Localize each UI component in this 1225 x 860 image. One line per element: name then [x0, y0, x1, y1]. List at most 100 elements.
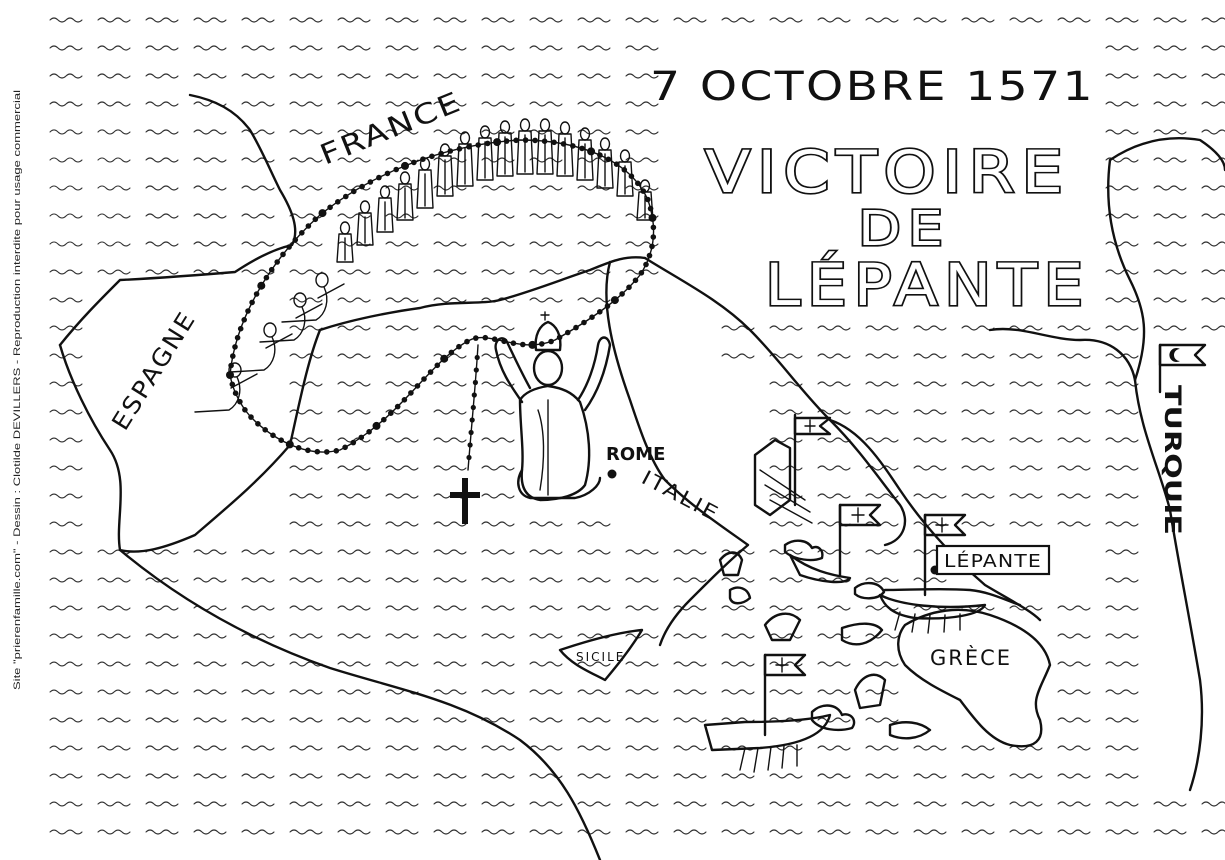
wave-mark	[529, 521, 563, 527]
rosary-bead	[245, 308, 251, 314]
wave-mark	[1153, 325, 1187, 331]
wave-mark	[97, 213, 131, 219]
rosary-bead	[414, 383, 421, 389]
wave-mark	[625, 549, 659, 555]
rosary-bead	[335, 199, 341, 205]
wave-mark	[385, 745, 419, 751]
rosary-bead	[237, 398, 243, 405]
rosary-bead	[635, 180, 641, 187]
wave-mark	[385, 409, 419, 415]
wave-mark	[337, 353, 371, 359]
wave-mark	[337, 269, 371, 275]
wave-mark	[97, 101, 131, 107]
wave-mark	[961, 745, 995, 751]
rosary-bead	[295, 445, 302, 451]
wave-mark	[865, 381, 899, 387]
wave-mark	[481, 773, 515, 779]
wave-mark	[289, 745, 323, 751]
wave-mark	[1105, 213, 1139, 219]
rosary-bead	[232, 390, 239, 397]
africa-coast	[118, 548, 602, 860]
pope-head	[532, 349, 564, 387]
wave-mark	[289, 45, 323, 51]
wave-mark	[481, 689, 515, 695]
wave-mark	[481, 437, 515, 443]
wave-mark	[1105, 129, 1139, 135]
title-de: DE	[858, 201, 950, 257]
wave-mark	[817, 605, 851, 611]
wave-mark	[289, 605, 323, 611]
wave-mark	[913, 465, 947, 471]
wave-mark	[289, 633, 323, 639]
wave-mark	[673, 801, 707, 807]
wave-mark	[49, 801, 83, 807]
rosary-bead	[626, 284, 632, 291]
praying-person	[396, 171, 414, 221]
wave-mark	[97, 773, 131, 779]
wave-mark	[481, 101, 515, 107]
wave-mark	[577, 577, 611, 583]
wave-mark	[481, 605, 515, 611]
rosary-bead	[464, 338, 470, 345]
wave-mark	[817, 633, 851, 639]
wave-mark	[1105, 829, 1139, 835]
rosary-bead	[513, 137, 519, 144]
wave-mark	[961, 437, 995, 443]
wave-mark	[1057, 801, 1091, 807]
wave-mark	[49, 157, 83, 163]
wave-mark	[1057, 17, 1091, 23]
wave-mark	[865, 521, 899, 527]
wave-mark	[817, 661, 851, 667]
wave-mark	[385, 437, 419, 443]
wave-mark	[481, 801, 515, 807]
praying-person	[436, 143, 454, 197]
wave-mark	[289, 353, 323, 359]
wave-mark	[865, 829, 899, 835]
wave-mark	[49, 73, 83, 79]
wave-mark	[529, 241, 563, 247]
wave-mark	[673, 773, 707, 779]
wave-mark	[577, 45, 611, 51]
wave-mark	[1201, 325, 1225, 331]
wave-mark	[913, 773, 947, 779]
wave-mark	[289, 381, 323, 387]
wave-mark	[1105, 437, 1139, 443]
wave-mark	[337, 605, 371, 611]
coastlines	[58, 93, 1225, 860]
rosary-bead	[367, 179, 374, 185]
wave-mark	[1201, 101, 1225, 107]
rosary-bead	[548, 338, 554, 345]
rosary-bead	[573, 324, 579, 331]
wave-mark	[817, 353, 851, 359]
wave-mark	[913, 409, 947, 415]
wave-mark	[1201, 297, 1225, 303]
praying-person	[556, 121, 574, 177]
wave-mark	[481, 17, 515, 23]
wave-mark	[577, 689, 611, 695]
wave-mark	[1057, 717, 1091, 723]
wave-mark	[49, 325, 83, 331]
wave-mark	[577, 801, 611, 807]
wave-mark	[481, 45, 515, 51]
wave-mark	[1105, 381, 1139, 387]
rosary-bead	[589, 314, 595, 321]
sinking-boat-4	[888, 721, 932, 740]
wave-mark	[673, 17, 707, 23]
rosary-bead	[539, 341, 545, 347]
wave-mark	[49, 353, 83, 359]
rosary-bead	[274, 259, 281, 265]
wave-mark	[961, 521, 995, 527]
wave-mark	[49, 297, 83, 303]
wave-mark	[289, 129, 323, 135]
wave-mark	[1153, 185, 1187, 191]
wave-mark	[337, 493, 371, 499]
wave-mark	[337, 297, 371, 303]
wave-mark	[1153, 801, 1187, 807]
rosary-bead	[401, 397, 408, 403]
label-lepante: LÉPANTE	[944, 550, 1042, 572]
wave-mark	[145, 661, 179, 667]
wave-mark	[481, 465, 515, 471]
wave-mark	[673, 717, 707, 723]
wave-mark	[145, 717, 179, 723]
